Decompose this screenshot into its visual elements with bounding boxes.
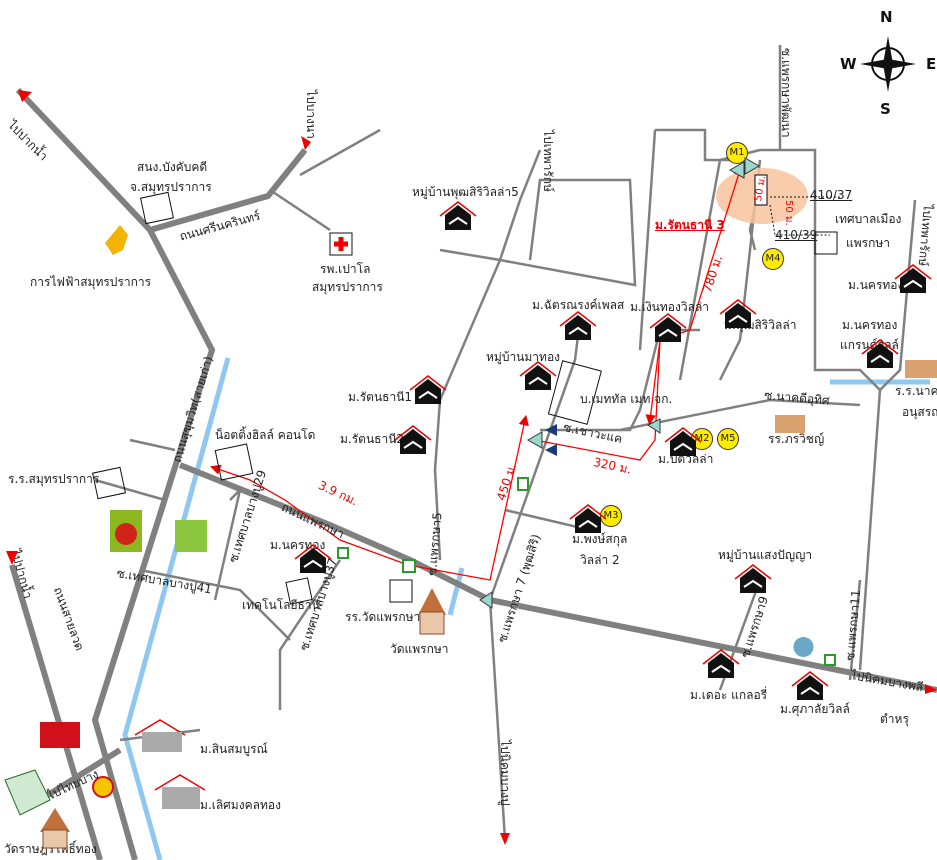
house-icon — [569, 504, 607, 534]
marker-m3[interactable]: M3 — [600, 505, 622, 527]
marker-m1[interactable]: M1 — [726, 142, 748, 164]
pea-logo-icon — [105, 225, 128, 255]
place-label: ร.ร.นาคดี — [895, 384, 937, 398]
arrow-down-icon — [500, 833, 510, 845]
place-label: หมู่บ้านมาทอง — [486, 350, 561, 364]
school-icon — [775, 415, 805, 433]
place-label: ม.รัตนธานี2 — [340, 432, 405, 446]
place-label: อนุสรณ์ — [902, 405, 937, 419]
place-label: ตำหรุ — [880, 712, 909, 726]
house-icon — [664, 427, 702, 457]
house-icon — [894, 264, 932, 294]
place-label: รร.วัดแพรกษา — [345, 610, 421, 624]
temple-icon — [418, 588, 446, 635]
house-icon — [719, 299, 757, 329]
arrow-up-icon — [18, 90, 32, 102]
gas-station-icon — [793, 637, 814, 657]
school-icon — [905, 360, 937, 378]
place-label: ม.นครทอง — [842, 318, 898, 332]
temple-icon — [40, 808, 70, 849]
place-label: ม.สินสมบูรณ์ — [200, 742, 268, 756]
compass-rose-icon — [860, 36, 916, 92]
place-label: ร.ร.สมุทรปราการ — [8, 472, 100, 486]
house-icon — [649, 313, 687, 343]
place-label: หมู่บ้านแสงปัญญา — [718, 548, 813, 562]
marker-m5[interactable]: M5 — [717, 428, 739, 450]
place-label: จ.สมุทรปราการ — [130, 180, 212, 194]
place-label: ม.เงินทองวิลล่า — [630, 300, 710, 314]
compass-e: E — [926, 55, 937, 73]
house-icon — [861, 339, 899, 369]
place-label: วัดราษฎร์โพธิ์ทอง — [4, 842, 97, 856]
building-icon — [134, 719, 206, 809]
compass-s: S — [880, 100, 891, 118]
arrow-right-icon — [925, 684, 937, 694]
big-c-logo-icon — [110, 510, 142, 552]
place-label: รพ.เปาโล — [320, 262, 371, 276]
place-label: รร.ภรวิชญ์ — [768, 432, 825, 446]
lotus-logo-icon — [175, 520, 207, 552]
canal — [122, 357, 930, 860]
place-label: ม.รัตนธานี1 — [348, 390, 413, 404]
house-icon — [394, 425, 432, 455]
house-icon — [294, 544, 332, 574]
arrow-up-icon — [6, 551, 18, 565]
place-label: เทคโนโลยีธานี — [242, 598, 320, 612]
plot-label: 410/37 — [810, 188, 853, 202]
place-label: บ.เมททัล เมท จก. — [580, 392, 673, 406]
plot-label: 410/39 — [775, 228, 818, 242]
toyota-logo-icon — [40, 722, 80, 748]
place-label: ม.ฉัตรณรงค์เพลส — [532, 298, 625, 312]
place-label: ม.นครทอง — [848, 278, 904, 292]
arrow-up-icon — [301, 136, 311, 150]
house-icon — [439, 201, 477, 231]
compass-n: N — [880, 8, 893, 26]
place-label: หมู่บ้านพุฒสิริวิลล่า5 — [412, 185, 519, 199]
place-label: การไฟฟ้าสมุทรปราการ — [30, 275, 152, 289]
place-label: ม.ศุภาลัยวิลล์ — [780, 702, 850, 716]
place-label: วัดแพรกษา — [390, 642, 449, 656]
house-icon — [791, 671, 829, 701]
building-outline — [92, 174, 840, 605]
convenience-store-icon — [337, 477, 836, 666]
place-label: เทศบาลเมือง — [835, 212, 902, 226]
direction-arrow-icon — [545, 424, 557, 456]
park-area — [4, 769, 51, 816]
compass: N S W E — [840, 8, 937, 118]
place-label: ม.นครทอง — [270, 538, 326, 552]
place-label: สมุทรปราการ — [312, 280, 383, 294]
destination-title: ม.รัตนธานี 3 — [655, 218, 725, 232]
house-icon — [409, 375, 447, 405]
place-label: น็อตติ้งฮิลล์ คอนโด — [215, 428, 316, 442]
house-icon — [519, 361, 557, 391]
house-icon — [702, 649, 740, 679]
place-label: แพรกษา — [846, 236, 891, 250]
place-label: ม.พงษ์สกุล — [572, 532, 628, 546]
marker-m4[interactable]: M4 — [762, 248, 784, 270]
place-label: วิลล่า 2 — [580, 553, 620, 567]
place-label: ม.เดอะ แกลอรี่ — [690, 688, 768, 702]
place-label: ม.เลิศมงคลทอง — [200, 798, 281, 812]
house-icon — [559, 311, 597, 341]
house-icon — [734, 564, 772, 594]
place-label: สนง.บังคับคดี — [137, 160, 208, 174]
hospital-icon — [329, 232, 353, 256]
traffic-light-icon — [479, 157, 761, 609]
compass-w: W — [840, 55, 857, 73]
shell-logo-icon — [92, 776, 114, 798]
